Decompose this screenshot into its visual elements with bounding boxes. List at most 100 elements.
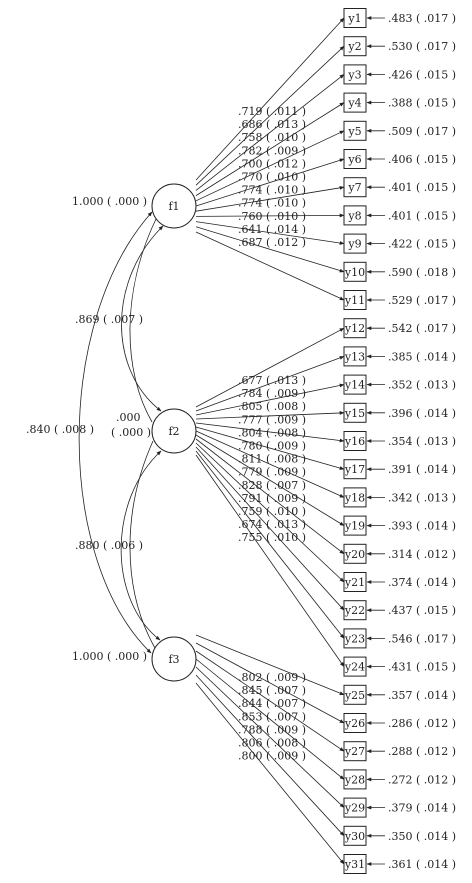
indicator-box-y27 [343, 741, 367, 762]
loading-path-y2 [195, 45, 345, 186]
indicator-box-y22 [343, 600, 367, 621]
residual-label-y14: .352 ( .013 ) [388, 379, 456, 392]
loading-label-y18: .811 ( .008 ) [238, 453, 306, 466]
indicator-box-y31 [343, 854, 367, 874]
loading-path-y23 [195, 450, 345, 639]
residual-label-y11: .529 ( .017 ) [388, 294, 456, 307]
loading-path-y15 [195, 411, 345, 420]
loading-path-y11 [195, 231, 345, 301]
residual-label-y9: .422 ( .015 ) [388, 238, 456, 251]
indicator-label-y18: y18 [344, 491, 365, 504]
variance-estimate-f2: .000 [116, 411, 141, 424]
indicator-label-y13: y13 [344, 350, 365, 363]
residual-label-y22: .437 ( .015 ) [388, 604, 456, 617]
residual-label-y17: .391 ( .014 ) [388, 463, 456, 476]
loading-path-y17 [195, 426, 345, 470]
indicator-label-y22: y22 [344, 604, 365, 617]
indicator-box-y2 [343, 36, 367, 57]
indicator-label-y27: y27 [344, 745, 365, 758]
residual-label-y30: .350 ( .014 ) [388, 830, 456, 843]
loading-label-y30: .806 ( .008 ) [238, 737, 306, 750]
factor-label-f3: f3 [168, 653, 179, 666]
loading-label-y24: .755 ( .010 ) [238, 531, 306, 544]
indicator-box-y30 [343, 825, 367, 846]
indicator-label-y7: y7 [347, 181, 361, 194]
variance-label-f3: 1.000 ( .000 ) [72, 650, 147, 663]
covariance-arc-f1-f2 [121, 225, 164, 412]
loading-path-y3 [195, 74, 345, 191]
loading-label-y2: .686 ( .013 ) [238, 118, 306, 131]
edges-layer [78, 16, 385, 866]
loading-path-y14 [195, 383, 345, 416]
indicator-box-y25 [343, 684, 367, 705]
indicator-box-y10 [343, 261, 367, 282]
residual-label-y25: .357 ( .014 ) [388, 689, 456, 702]
covariance-arc-f1-f3 [78, 211, 153, 654]
loading-label-y16: .804 ( .008 ) [238, 426, 306, 439]
loading-label-y13: .784 ( .009 ) [238, 387, 306, 400]
indicator-box-y26 [343, 713, 367, 733]
loading-label-y3: .758 ( .010 ) [238, 131, 306, 144]
loading-path-y18 [195, 430, 345, 498]
indicator-label-y3: y3 [347, 68, 361, 81]
loading-path-y5 [195, 130, 345, 202]
indicator-box-y11 [343, 290, 367, 310]
indicator-box-y16 [343, 431, 367, 451]
covariance-label-f1-f3: .840 ( .008 ) [26, 423, 94, 436]
indicator-label-y4: y4 [347, 97, 361, 110]
residual-label-y2: .530 ( .017 ) [388, 40, 456, 53]
residual-label-y5: .509 ( .017 ) [388, 125, 456, 138]
residual-label-y6: .406 ( .015 ) [388, 153, 456, 166]
loading-label-y6: .770 ( .010 ) [238, 171, 306, 184]
residual-label-y29: .379 ( .014 ) [388, 802, 456, 815]
covariance-label-f2-f3: .880 ( .006 ) [75, 539, 143, 552]
residual-label-y24: .431 ( .015 ) [388, 661, 456, 674]
loading-label-y11: .687 ( .012 ) [238, 236, 306, 249]
covariance-arc-f2-f3-inner [129, 440, 156, 649]
residual-label-y4: .388 ( .015 ) [388, 97, 456, 110]
indicator-label-y25: y25 [344, 689, 365, 702]
indicator-box-y28 [343, 769, 367, 790]
indicator-label-y10: y10 [344, 266, 365, 279]
indicator-box-y19 [343, 515, 367, 536]
loading-path-y20 [195, 438, 345, 555]
indicator-box-y5 [343, 120, 367, 141]
loading-label-y25: .802 ( .009 ) [238, 671, 306, 684]
indicator-box-y1 [343, 8, 367, 28]
loading-path-y19 [195, 434, 345, 526]
indicator-box-y3 [343, 64, 367, 85]
loading-path-y28 [195, 658, 345, 780]
loading-label-y22: .759 ( .010 ) [238, 505, 306, 518]
loading-path-y1 [195, 17, 345, 181]
indicator-label-y2: y2 [347, 40, 361, 53]
loading-path-y12 [195, 327, 345, 408]
loading-path-y9 [195, 221, 345, 245]
indicator-label-y1: y1 [347, 12, 361, 25]
residual-label-y28: .272 ( .012 ) [388, 773, 456, 786]
loading-path-y21 [195, 442, 345, 583]
residual-label-y23: .546 ( .017 ) [388, 632, 456, 645]
residual-label-y8: .401 ( .015 ) [388, 209, 456, 222]
residual-label-y18: .342 ( .013 ) [388, 491, 456, 504]
indicator-label-y26: y26 [344, 717, 365, 730]
indicator-label-y15: y15 [344, 407, 365, 420]
loading-path-y8 [195, 213, 345, 218]
loading-path-y29 [195, 666, 345, 808]
residual-label-y1: .483 ( .017 ) [388, 12, 456, 25]
residual-label-y12: .542 ( .017 ) [388, 322, 456, 335]
indicator-box-y8 [343, 205, 367, 226]
loading-label-y23: .674 ( .013 ) [238, 518, 306, 531]
indicator-box-y6 [343, 149, 367, 169]
loading-path-y10 [195, 226, 345, 273]
indicator-label-y29: y29 [344, 802, 365, 815]
loading-path-y31 [195, 682, 345, 865]
indicator-box-y17 [343, 459, 367, 480]
indicator-label-y6: y6 [347, 153, 361, 166]
residual-label-y10: .590 ( .018 ) [388, 266, 456, 279]
residual-label-y26: .286 ( .012 ) [388, 717, 456, 730]
loading-path-y22 [195, 446, 345, 611]
loading-label-y20: .828 ( .007 ) [238, 479, 306, 492]
residual-label-y21: .374 ( .014 ) [388, 576, 456, 589]
indicator-label-y20: y20 [344, 548, 365, 561]
